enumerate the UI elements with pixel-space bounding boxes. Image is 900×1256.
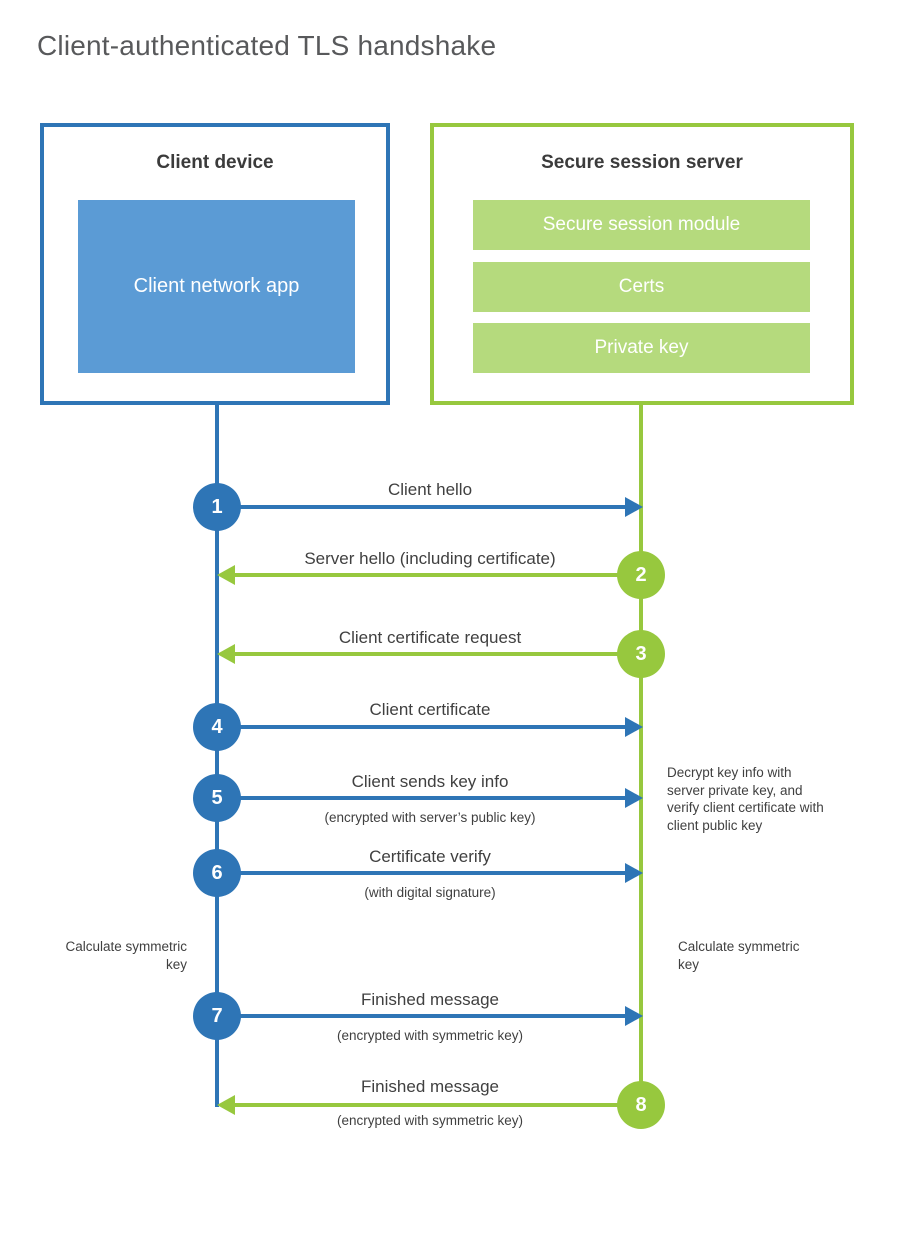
client-lifeline bbox=[215, 405, 219, 1107]
arrow-server-hello bbox=[217, 565, 641, 585]
server-module-secure-session: Secure session module bbox=[473, 200, 810, 250]
message-sublabel-8: (encrypted with symmetric key) bbox=[336, 1113, 524, 1128]
arrow-client-certificate bbox=[219, 717, 643, 737]
arrow-finished-server bbox=[217, 1095, 641, 1115]
arrowhead-right-icon bbox=[625, 863, 643, 883]
step-badge-2: 2 bbox=[617, 551, 665, 599]
server-module-private-key: Private key bbox=[473, 323, 810, 373]
arrow-line bbox=[219, 505, 629, 509]
message-label-2: Server hello (including certificate) bbox=[304, 549, 556, 568]
arrow-line bbox=[231, 573, 641, 577]
message-label-1: Client hello bbox=[387, 480, 473, 499]
calculate-symmetric-key-server: Calculate symmetric key bbox=[678, 939, 800, 972]
step-badge-5: 5 bbox=[193, 774, 241, 822]
page-title: Client-authenticated TLS handshake bbox=[37, 30, 497, 61]
arrow-client-cert-request bbox=[217, 644, 641, 664]
message-sublabel-7: (encrypted with symmetric key) bbox=[336, 1028, 524, 1043]
message-label-3: Client certificate request bbox=[338, 628, 522, 647]
step-badge-1: 1 bbox=[193, 483, 241, 531]
arrow-certificate-verify bbox=[219, 863, 643, 883]
step-badge-8: 8 bbox=[617, 1081, 665, 1129]
step-badge-7: 7 bbox=[193, 992, 241, 1040]
server-module-certs: Certs bbox=[473, 262, 810, 312]
client-network-app-box: Client network app bbox=[78, 200, 355, 373]
arrow-line bbox=[219, 1014, 629, 1018]
message-label-5: Client sends key info bbox=[351, 772, 509, 791]
message-label-4: Client certificate bbox=[369, 700, 491, 719]
arrow-line bbox=[219, 725, 629, 729]
arrowhead-right-icon bbox=[625, 788, 643, 808]
message-label-6: Certificate verify bbox=[369, 847, 491, 866]
step-badge-4: 4 bbox=[193, 703, 241, 751]
arrowhead-left-icon bbox=[217, 1095, 235, 1115]
arrowhead-right-icon bbox=[625, 717, 643, 737]
message-sublabel-5: (encrypted with server’s public key) bbox=[324, 810, 536, 825]
arrow-line bbox=[231, 652, 641, 656]
message-label-7: Finished message bbox=[361, 990, 499, 1009]
arrowhead-right-icon bbox=[625, 497, 643, 517]
arrow-line bbox=[219, 871, 629, 875]
arrow-client-key-info bbox=[219, 788, 643, 808]
server-lifeline bbox=[639, 405, 643, 1128]
step-badge-6: 6 bbox=[193, 849, 241, 897]
client-device-box: Client device Client network app bbox=[40, 123, 390, 405]
arrow-line bbox=[231, 1103, 641, 1107]
arrowhead-left-icon bbox=[217, 644, 235, 664]
arrow-client-hello bbox=[219, 497, 643, 517]
arrowhead-left-icon bbox=[217, 565, 235, 585]
arrow-line bbox=[219, 796, 629, 800]
step-badge-3: 3 bbox=[617, 630, 665, 678]
message-label-8: Finished message bbox=[361, 1077, 499, 1096]
client-device-title: Client device bbox=[156, 152, 274, 173]
message-sublabel-6: (with digital signature) bbox=[364, 885, 496, 900]
calculate-symmetric-key-client: Calculate symmetric key bbox=[65, 939, 187, 972]
server-title: Secure session server bbox=[541, 152, 743, 173]
decrypt-note: Decrypt key info with server private key… bbox=[667, 765, 824, 833]
server-box: Secure session server Secure session mod… bbox=[430, 123, 854, 405]
arrow-finished-client bbox=[219, 1006, 643, 1026]
arrowhead-right-icon bbox=[625, 1006, 643, 1026]
